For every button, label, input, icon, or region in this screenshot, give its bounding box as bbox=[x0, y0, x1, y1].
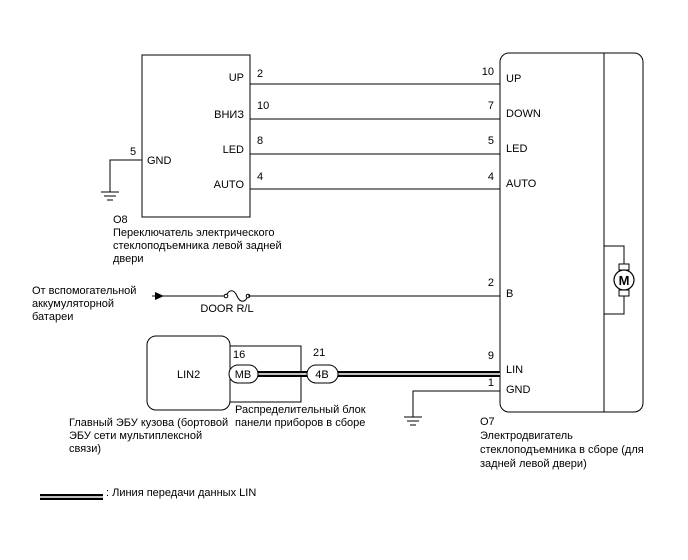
ecu-lin2-label: LIN2 bbox=[177, 369, 200, 381]
motor-name-line-2: стеклоподъемника в сборе (для bbox=[480, 444, 644, 456]
legend-text: : Линия передачи данных LIN bbox=[106, 487, 256, 499]
switch-name-line-1: Переключатель электрического bbox=[113, 227, 275, 239]
switch-code: O8 bbox=[113, 214, 128, 226]
motor-name-line-3: задней левой двери) bbox=[480, 458, 587, 470]
window-motor-box bbox=[499, 52, 644, 413]
motor-ground-wire bbox=[404, 390, 500, 426]
motor-symbol-letter: M bbox=[619, 273, 630, 288]
motor-terminal-b-label: B bbox=[506, 288, 513, 300]
switch-terminal-led-label: LED bbox=[223, 144, 244, 156]
connector-mb bbox=[228, 364, 259, 384]
motor-terminal-auto-label: AUTO bbox=[506, 178, 537, 190]
battery-source-line-2: аккумуляторной bbox=[32, 298, 114, 310]
switch-terminal-down-label: ВНИЗ bbox=[214, 109, 244, 121]
switch-pin-down: 10 bbox=[257, 100, 269, 112]
fuse-icon bbox=[225, 290, 249, 302]
battery-source-line-1: От вспомогательной bbox=[32, 285, 136, 297]
motor-pin-b: 2 bbox=[488, 277, 494, 289]
battery-supply-wire bbox=[152, 290, 500, 302]
ecu-name-line-2: ЭБУ сети мультиплексной bbox=[69, 430, 202, 442]
switch-terminal-auto-label: AUTO bbox=[214, 179, 245, 191]
motor-pin-led: 5 bbox=[488, 135, 494, 147]
motor-terminal-gnd-label: GND bbox=[506, 384, 531, 396]
motor-symbol bbox=[604, 245, 635, 315]
connector-4b-pin: 21 bbox=[313, 347, 325, 359]
fuse-label: DOOR R/L bbox=[200, 303, 253, 315]
motor-pin-auto: 4 bbox=[488, 171, 494, 183]
motor-terminal-led-label: LED bbox=[506, 143, 527, 155]
supply-arrow-icon bbox=[155, 292, 164, 300]
switch-pin-up: 2 bbox=[257, 68, 263, 80]
switch-pin-auto: 4 bbox=[257, 171, 263, 183]
motor-code: O7 bbox=[480, 416, 495, 428]
junction-block-name-line-1: Распределительный блок bbox=[235, 404, 366, 416]
switch-name-line-3: двери bbox=[113, 253, 144, 265]
motor-terminal-up-label: UP bbox=[506, 73, 521, 85]
motor-icon bbox=[613, 269, 635, 291]
motor-pin-lin: 9 bbox=[488, 350, 494, 362]
motor-terminal-down-label: DOWN bbox=[506, 108, 541, 120]
motor-terminal-lin-label: LIN bbox=[506, 364, 523, 376]
motor-name-line-1: Электродвигатель bbox=[480, 430, 573, 442]
motor-pin-gnd: 1 bbox=[488, 377, 494, 389]
connector-4b bbox=[306, 364, 339, 384]
battery-source-line-3: батареи bbox=[32, 311, 73, 323]
motor-pin-up: 10 bbox=[482, 66, 494, 78]
switch-gnd-pin: 5 bbox=[130, 146, 136, 158]
switch-terminal-up-label: UP bbox=[229, 72, 244, 84]
ecu-name-line-3: связи) bbox=[69, 443, 101, 455]
switch-gnd-label: GND bbox=[147, 155, 172, 167]
switch-ground-wire bbox=[101, 159, 142, 201]
connector-mb-code: MB bbox=[235, 369, 252, 381]
window-switch-box bbox=[141, 54, 251, 218]
junction-block-name-line-2: панели приборов в сборе bbox=[235, 417, 365, 429]
ecu-name-line-1: Главный ЭБУ кузова (бортовой bbox=[69, 417, 228, 429]
motor-pin-down: 7 bbox=[488, 100, 494, 112]
connector-4b-code: 4B bbox=[315, 369, 328, 381]
connector-mb-pin: 16 bbox=[233, 349, 245, 361]
switch-pin-led: 8 bbox=[257, 135, 263, 147]
signal-wires bbox=[250, 83, 500, 190]
switch-name-line-2: стеклоподъемника левой задней bbox=[113, 240, 282, 252]
